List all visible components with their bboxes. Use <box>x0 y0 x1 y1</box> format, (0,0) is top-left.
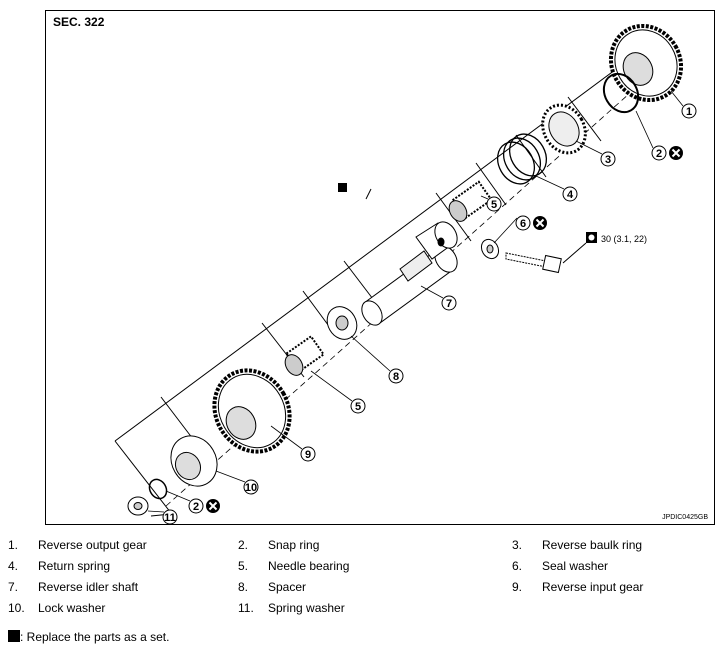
spacer <box>326 306 358 340</box>
leader-line <box>270 425 303 450</box>
torque-value: 30 (3.1, 22) <box>601 234 647 244</box>
callout-circle <box>350 398 366 414</box>
set-note-text: : Replace the parts as a set. <box>20 630 170 644</box>
leader-line <box>575 140 603 155</box>
callout-number: 5 <box>491 199 497 211</box>
callout-number: 2 <box>193 501 199 513</box>
callout-number: 4 <box>567 189 574 201</box>
callout-circle <box>441 295 457 311</box>
callout-circle <box>388 368 404 384</box>
set-square-icon <box>8 630 20 642</box>
do-not-reuse-cross <box>208 501 218 511</box>
callout-circle <box>600 151 616 167</box>
do-not-reuse-cross <box>535 218 545 228</box>
leader-line <box>493 217 518 244</box>
leader-line <box>147 510 165 513</box>
leader-line <box>535 175 565 190</box>
snap-ring-lower <box>148 478 168 500</box>
callout-circle <box>188 498 204 514</box>
lock-washer <box>170 435 218 487</box>
callout-number: 8 <box>393 371 399 383</box>
callout-circle <box>162 509 178 525</box>
callout-circle <box>651 145 667 161</box>
callout-circle <box>562 186 578 202</box>
leader-line <box>420 285 444 299</box>
reverse-output-gear <box>608 23 684 103</box>
seal-washer <box>480 238 500 260</box>
leader-line <box>635 110 654 149</box>
callout-number: 5 <box>355 401 361 413</box>
callout-number: 11 <box>164 512 176 524</box>
callout-circle <box>681 103 697 119</box>
callout-number: 3 <box>605 154 611 166</box>
leader-line <box>165 490 191 502</box>
reverse-idler-shaft <box>361 221 458 326</box>
reverse-baulk-ring <box>541 103 587 155</box>
callout-number: 7 <box>446 298 452 310</box>
callout-number: 2 <box>656 148 662 160</box>
set-marker <box>338 183 347 192</box>
return-spring <box>496 133 548 185</box>
callout-number: 6 <box>520 218 526 230</box>
callout-circle <box>243 479 259 495</box>
leader-line <box>480 195 489 200</box>
callout-group: 1 2 3 4 5 6 7 8 5 9 10 2 11 <box>147 90 697 525</box>
callout-number: 10 <box>245 482 257 494</box>
callout-circle <box>515 215 531 231</box>
figure-id: JPDIC0425GB <box>662 514 708 521</box>
do-not-reuse-cross <box>671 148 681 158</box>
callout-number: 9 <box>305 449 311 461</box>
exploded-diagram: 30 (3.1, 22) <box>114 23 697 525</box>
needle-bearing-lower <box>284 334 325 376</box>
callout-number: 1 <box>686 106 692 118</box>
exploded-view-figure: SEC. 322 <box>45 10 715 525</box>
leader-line <box>215 470 246 483</box>
needle-bearing-upper <box>448 180 493 222</box>
spring-washer <box>127 496 149 516</box>
snap-ring-upper <box>602 72 640 114</box>
bolt <box>505 252 562 274</box>
torque-icon <box>586 232 597 243</box>
leader-line <box>350 335 391 372</box>
section-label: SEC. 322 <box>53 15 105 29</box>
callout-circle <box>300 446 316 462</box>
callout-circle <box>486 196 502 212</box>
reverse-input-gear <box>212 368 292 454</box>
leader-line <box>310 370 353 402</box>
set-note: : Replace the parts as a set. <box>8 630 169 644</box>
leader-line <box>670 90 684 107</box>
